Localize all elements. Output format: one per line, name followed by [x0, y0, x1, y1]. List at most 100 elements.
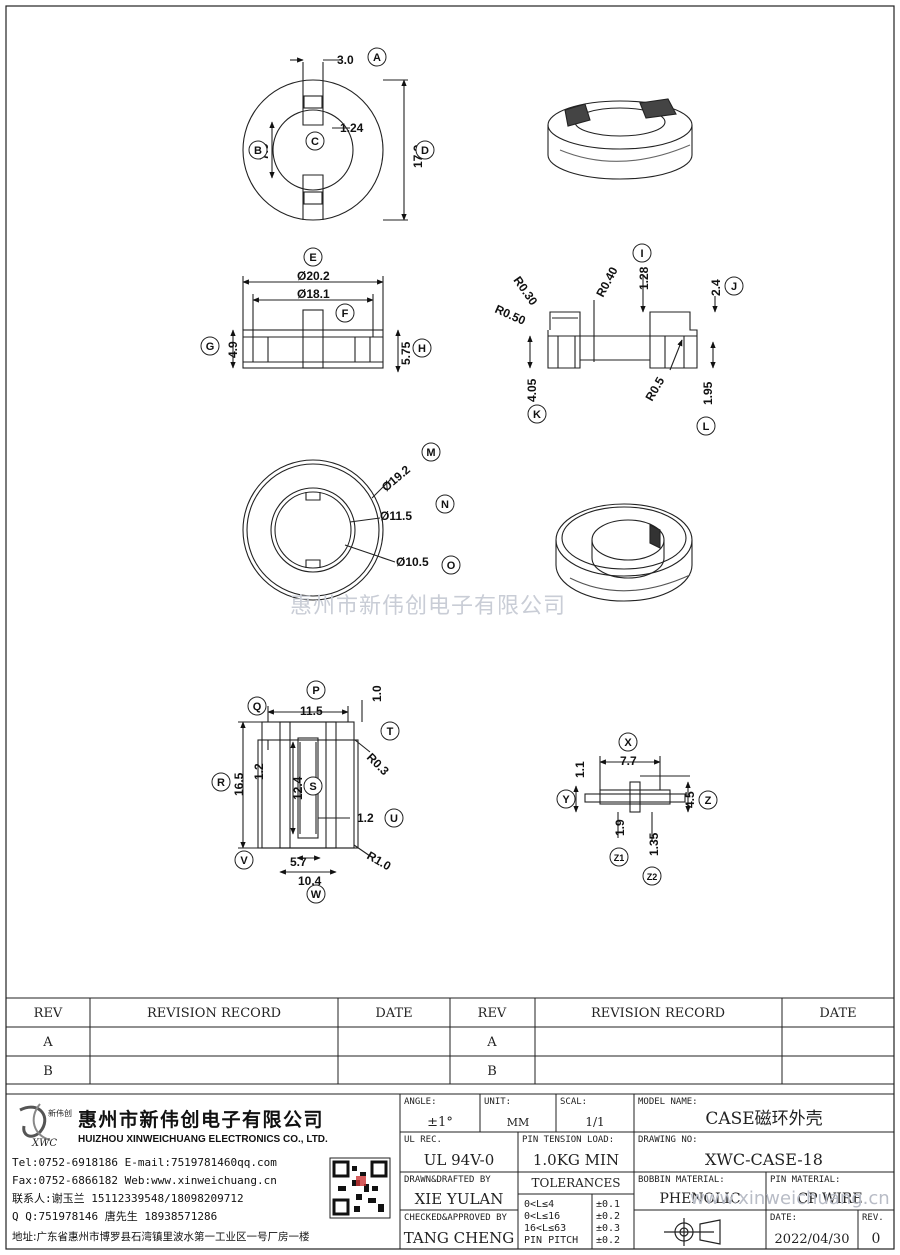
logo-text: XWC — [31, 1138, 57, 1149]
rev-header-5: REVISION RECORD — [591, 1006, 725, 1021]
dim-n-value: Ø11.5 — [380, 509, 412, 523]
dim-u-value: 1.2 — [357, 811, 374, 825]
tol-range-1: 0<L≤4 — [524, 1199, 554, 1210]
dim-h-value: 5.75 — [399, 341, 413, 365]
label-z: Z — [705, 795, 712, 807]
label-s: S — [309, 781, 316, 793]
dim-o-value: Ø10.5 — [396, 555, 429, 569]
callouts — [200, 47, 744, 904]
bottom-view — [242, 459, 396, 601]
title-block-grid — [5, 1093, 895, 1250]
pin-tension-label: PIN TENSION LOAD: — [522, 1135, 614, 1145]
dim-z1-value: 1.9 — [613, 819, 627, 836]
tol-range-3: 16<L≤63 — [524, 1223, 566, 1234]
pin-tension-value: 1.0KG MIN — [533, 1151, 619, 1169]
dim-y-value: 1.1 — [573, 761, 587, 778]
dim-g-value: 4.9 — [226, 341, 240, 358]
model-value: CASE磁环外壳 — [705, 1109, 822, 1129]
title-block-values: ±1° MM 1/1 CASE磁环外壳 UL 94V-0 1.0KG MIN X… — [404, 1109, 881, 1247]
tolerance-list: 0<L≤4 ±0.1 0<L≤16 ±0.2 16<L≤63 ±0.3 PIN … — [524, 1199, 620, 1246]
logo-chars: 新伟创 — [48, 1108, 72, 1118]
company-qq: Q Q:751978146 唐先生 18938571286 — [12, 1209, 217, 1223]
dim-c-value: 1.24 — [340, 121, 364, 135]
title-block-cells: ANGLE: UNIT: SCAL: MODEL NAME: UL REC. P… — [404, 1097, 884, 1223]
rev-header-1: REV — [34, 1006, 63, 1021]
dim-r050-value: R0.50 — [493, 302, 528, 328]
checked-value: TANG CHENG — [404, 1229, 515, 1247]
dim-z2-value: 1.35 — [647, 832, 661, 856]
ul-label: UL REC. — [404, 1135, 442, 1145]
label-m: M — [426, 447, 435, 459]
label-t: T — [387, 726, 394, 738]
section-view — [527, 276, 718, 371]
date-label: DATE: — [770, 1213, 797, 1223]
top-view — [242, 57, 408, 221]
label-a: A — [373, 52, 381, 64]
rev-value: 0 — [872, 1231, 881, 1247]
drafted-value: XIE YULAN — [415, 1190, 504, 1208]
label-w: W — [311, 889, 322, 901]
pin-mat-value: CP WIRE — [797, 1191, 862, 1207]
rev-row-b-right: B — [487, 1064, 497, 1079]
bobbin-label: BOBBIN MATERIAL: — [638, 1175, 725, 1185]
label-z1: Z1 — [614, 853, 625, 863]
pin-view — [573, 756, 691, 842]
tol-range-2: 0<L≤16 — [524, 1211, 560, 1222]
rev-row-b-left: B — [43, 1064, 53, 1079]
iso-view-bottom — [555, 503, 693, 602]
dim-r040-value: R0.40 — [593, 264, 621, 299]
label-r: R — [217, 777, 225, 789]
company-name-cn: 惠州市新伟创电子有限公司 — [78, 1108, 324, 1131]
label-n: N — [441, 499, 449, 511]
label-h: H — [418, 343, 426, 355]
qr-code — [329, 1157, 391, 1219]
tol-range-4: PIN PITCH — [524, 1235, 578, 1246]
tol-value-1: ±0.1 — [596, 1199, 620, 1210]
dim-i-value: 1.28 — [637, 266, 651, 290]
dim-e2-value: Ø18.1 — [297, 287, 330, 301]
dim-r03-value: R0.3 — [364, 750, 392, 778]
projection-symbol — [664, 1218, 721, 1246]
dim-z-value: 4.5 — [683, 791, 697, 808]
side-view — [230, 276, 401, 373]
model-label: MODEL NAME: — [638, 1097, 698, 1107]
dim-p-value: 11.5 — [300, 704, 323, 718]
dim-a-value: 3.0 — [337, 53, 354, 67]
label-j: J — [731, 281, 737, 293]
label-o: O — [447, 560, 456, 572]
scale-label: SCAL: — [560, 1097, 587, 1107]
label-p: P — [312, 685, 319, 697]
label-k: K — [533, 409, 541, 421]
label-x: X — [624, 737, 632, 749]
label-c: C — [311, 136, 319, 148]
dim-r030-value: R0.30 — [511, 274, 541, 309]
rev-header-4: REV — [478, 1006, 507, 1021]
company-contact: 联系人:谢玉兰 15112339548/18098209712 — [12, 1191, 244, 1205]
label-f: F — [342, 308, 349, 320]
label-b: B — [254, 145, 262, 157]
rev-header-6: DATE — [819, 1006, 856, 1021]
ul-value: UL 94V-0 — [424, 1151, 495, 1169]
label-l: L — [703, 421, 710, 433]
label-q: Q — [253, 701, 262, 713]
dim-e1-value: Ø20.2 — [297, 269, 330, 283]
company-logo: 新伟创 XWC — [19, 1103, 72, 1149]
drafted-label: DRAWN&DRAFTED BY — [404, 1175, 491, 1185]
label-g: G — [206, 341, 215, 353]
dim-v-value: 5.7 — [290, 855, 307, 869]
rev-row-a-left: A — [42, 1035, 53, 1050]
dim-j-value: 2.4 — [709, 279, 723, 296]
dim-l-value: 1.95 — [701, 381, 715, 405]
date-value: 2022/04/30 — [775, 1232, 850, 1247]
watermark: 惠州市新伟创电子有限公司 — [290, 594, 567, 619]
tol-value-4: ±0.2 — [596, 1235, 620, 1246]
checked-label: CHECKED&APPROVED BY — [404, 1213, 508, 1223]
rev-header-3: DATE — [375, 1006, 412, 1021]
dim-q-value: 1.2 — [252, 763, 266, 780]
unit-label: UNIT: — [484, 1097, 511, 1107]
drawing-value: XWC-CASE-18 — [705, 1150, 823, 1169]
iso-view-top — [547, 98, 693, 180]
dim-m-value: Ø19.2 — [379, 462, 413, 494]
dim-k-value: 4.05 — [525, 378, 539, 402]
